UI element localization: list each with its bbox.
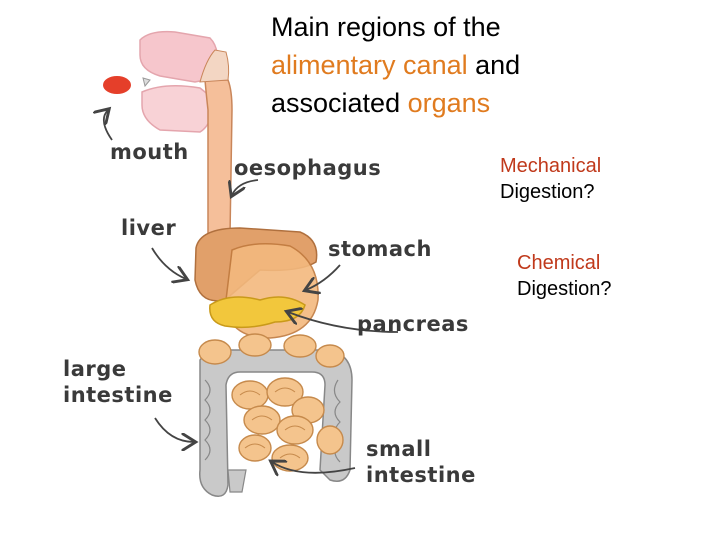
mechanical-digestion-question: Mechanical Digestion?	[500, 153, 601, 205]
chemical-digestion-text: Digestion?	[517, 278, 612, 300]
title-highlight-organs: organs	[407, 88, 491, 118]
mouth-arrow	[104, 110, 113, 141]
title-line-3-start: associated	[271, 88, 408, 118]
tongue-shape	[103, 76, 131, 94]
small-intestine-label-line-1: small	[366, 437, 432, 461]
stomach-label: stomach	[328, 237, 432, 261]
title-highlight-canal: alimentary canal	[271, 50, 468, 80]
mechanical-digestion-text: Digestion?	[500, 181, 595, 203]
mouth-label: mouth	[110, 140, 189, 164]
oesophagus-tube	[204, 79, 233, 236]
liver-arrow	[151, 247, 186, 279]
oesophagus-label: oesophagus	[234, 156, 382, 180]
chemical-label: Chemical	[517, 252, 601, 274]
pancreas-label: pancreas	[357, 312, 469, 336]
head-cavity	[139, 30, 219, 133]
pancreas-arrow	[288, 312, 399, 333]
title-line-2: alimentary canal and	[271, 46, 520, 84]
large-intestine-label: large intestine	[63, 356, 173, 408]
slide-title: Main regions of the alimentary canal and…	[271, 8, 520, 122]
mechanical-label: Mechanical	[500, 155, 602, 177]
stomach-arrow	[306, 264, 341, 290]
large-intestine-arrow	[154, 417, 194, 442]
large-intestine-label-line-1: large	[63, 357, 127, 381]
title-line-1: Main regions of the	[271, 12, 501, 42]
large-intestine-label-line-2: intestine	[63, 383, 173, 407]
title-line-3: associated organs	[271, 84, 520, 122]
small-intestine-shape	[198, 333, 345, 472]
liver-label: liver	[121, 216, 177, 240]
small-intestine-label: small intestine	[366, 436, 476, 488]
oesophagus-arrow	[232, 179, 259, 195]
chemical-digestion-question: Chemical Digestion?	[517, 250, 612, 302]
title-line-2-rest: and	[467, 50, 521, 80]
small-intestine-arrow	[272, 462, 356, 473]
small-intestine-label-line-2: intestine	[366, 463, 476, 487]
